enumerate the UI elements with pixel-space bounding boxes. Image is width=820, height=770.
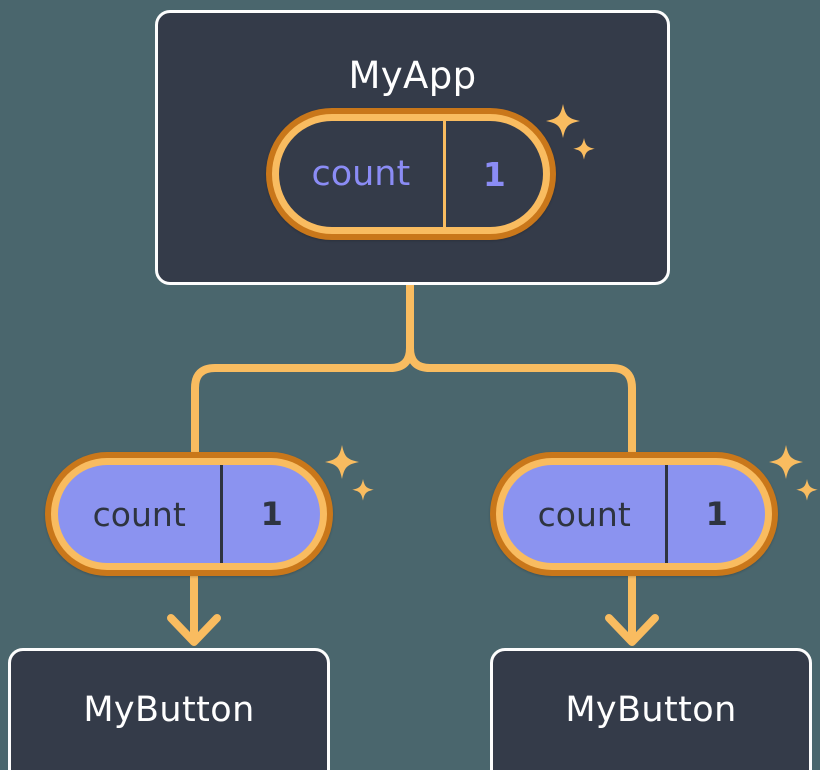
state-value-label: 1 (442, 121, 543, 227)
state-key-label: count (311, 154, 411, 194)
state-key-label: count (537, 494, 631, 534)
component-card-mybutton-right[interactable]: MyButton (490, 648, 812, 770)
state-pill-inner-ring: count 1 (496, 458, 772, 570)
component-title: MyButton (565, 690, 737, 730)
state-pill-inner-ring: count 1 (272, 114, 550, 234)
state-value-label: 1 (665, 465, 765, 563)
component-card-mybutton-left[interactable]: MyButton (8, 648, 330, 770)
arrow-head-left (167, 614, 221, 646)
state-pill-inner-ring: count 1 (51, 458, 327, 570)
state-pill-right[interactable]: count 1 (490, 452, 778, 576)
connector-tree-branch (191, 281, 636, 456)
state-pill-body: count 1 (503, 465, 765, 563)
state-value-label: 1 (220, 465, 320, 563)
state-pill-body: count 1 (279, 121, 543, 227)
arrow-head-right (605, 614, 659, 646)
component-title: MyButton (83, 690, 255, 730)
state-pill-myapp[interactable]: count 1 (266, 108, 556, 240)
state-pill-left[interactable]: count 1 (45, 452, 333, 576)
page-title: MyApp (348, 54, 477, 97)
state-key-label: count (92, 494, 186, 534)
state-pill-body: count 1 (58, 465, 320, 563)
